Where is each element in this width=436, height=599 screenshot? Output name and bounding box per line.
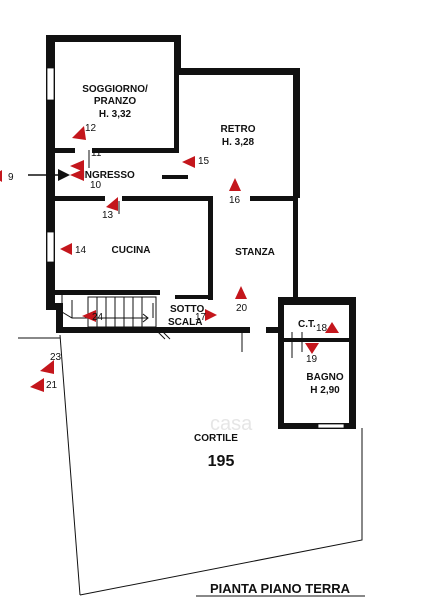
markers: 9 10 11 12 13 14 15 16 17 18 19 20	[0, 123, 339, 392]
marker-23-label: 23	[50, 352, 62, 363]
marker-19-label: 19	[306, 354, 318, 365]
label-retro-height: H. 3,28	[222, 137, 255, 148]
bagno-block	[278, 297, 356, 429]
plan-title: PIANTA PIANO TERRA	[210, 581, 351, 596]
marker-15-icon[interactable]	[182, 156, 195, 168]
windows	[46, 67, 55, 263]
inner-walls	[55, 68, 298, 300]
label-scala: SCALA	[168, 317, 202, 328]
marker-12-label: 12	[85, 123, 97, 134]
label-stanza: STANZA	[235, 247, 275, 258]
marker-16-icon[interactable]	[229, 178, 241, 191]
marker-9-icon[interactable]	[0, 170, 2, 182]
cortile-outline	[18, 327, 363, 596]
door-marks	[88, 150, 303, 352]
label-soggiorno-height: H. 3,32	[99, 109, 132, 120]
marker-20-icon[interactable]	[235, 286, 247, 299]
marker-11-icon[interactable]	[70, 160, 84, 172]
marker-17-icon[interactable]	[205, 309, 217, 321]
marker-14-label: 14	[75, 245, 87, 256]
marker-19-icon[interactable]	[305, 343, 319, 354]
marker-21-icon[interactable]	[30, 378, 44, 392]
label-ingresso: INGRESSO	[82, 170, 135, 181]
marker-24-label: 24	[92, 312, 104, 323]
marker-15-label: 15	[198, 156, 210, 167]
label-soggiorno: SOGGIORNO/	[82, 84, 148, 95]
label-sotto: SOTTO	[170, 304, 204, 315]
marker-16-label: 16	[229, 195, 241, 206]
marker-13-icon[interactable]	[106, 197, 118, 211]
label-cortile: CORTILE	[194, 433, 238, 444]
marker-14-icon[interactable]	[60, 243, 72, 255]
staircase	[61, 293, 157, 328]
marker-13-label: 13	[102, 210, 114, 221]
marker-23-icon[interactable]	[40, 360, 54, 374]
label-bagno: BAGNO	[306, 372, 343, 383]
label-area: 195	[208, 453, 235, 470]
marker-20-label: 20	[236, 303, 248, 314]
marker-17-label: 17	[195, 312, 207, 323]
entrance-arrow-icon	[28, 169, 70, 181]
marker-18-icon[interactable]	[325, 322, 339, 333]
marker-12-icon[interactable]	[72, 126, 86, 140]
label-cucina: CUCINA	[112, 245, 151, 256]
walls	[46, 35, 300, 333]
marker-10-label: 10	[90, 180, 102, 191]
label-pranzo: PRANZO	[94, 96, 136, 107]
label-retro: RETRO	[221, 124, 256, 135]
marker-24-icon[interactable]	[82, 310, 96, 322]
marker-11-label: 11	[91, 148, 102, 159]
marker-18-label: 18	[316, 323, 328, 334]
label-ct: C.T.	[298, 319, 316, 330]
watermark-text: casa	[210, 413, 253, 435]
marker-9-label: 9	[8, 172, 14, 183]
marker-10-icon[interactable]	[70, 169, 84, 181]
label-bagno-height: H 2,90	[310, 385, 340, 396]
marker-21-label: 21	[46, 380, 58, 391]
